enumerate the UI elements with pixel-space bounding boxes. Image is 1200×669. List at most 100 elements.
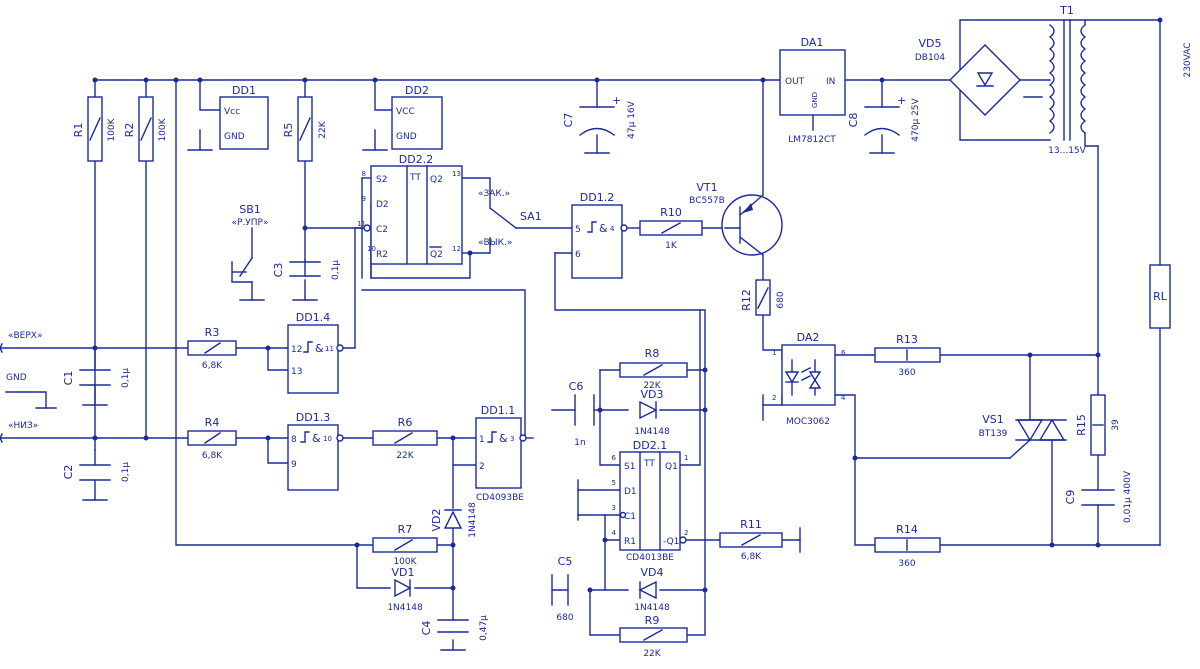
svg-text:1N4148: 1N4148 <box>634 427 670 437</box>
capacitor-c5: C5 680 <box>551 555 574 623</box>
svg-text:D1: D1 <box>624 487 637 497</box>
svg-text:6: 6 <box>612 454 617 462</box>
svg-text:4: 4 <box>610 225 615 233</box>
svg-text:D2: D2 <box>376 200 389 210</box>
gate-dd1-2: DD1.2 5 6 & 4 <box>571 191 628 279</box>
gate-dd1-1: DD1.1 1 2 & 3 CD4093BE <box>475 404 527 503</box>
svg-text:DD1.2: DD1.2 <box>580 191 614 204</box>
svg-text:C5: C5 <box>558 555 573 568</box>
svg-text:22K: 22K <box>643 381 661 391</box>
svg-text:R2: R2 <box>123 123 136 138</box>
svg-text:12: 12 <box>452 245 461 253</box>
svg-text:&: & <box>599 222 608 235</box>
svg-text:Vcc: Vcc <box>224 107 240 117</box>
gate-dd1-4: DD1.4 12 13 & 11 <box>287 311 344 394</box>
resistor-r7: R7 100K <box>372 523 438 567</box>
svg-text:0,01µ 400V: 0,01µ 400V <box>1123 470 1133 523</box>
svg-text:C7: C7 <box>562 113 575 128</box>
svg-text:22K: 22K <box>396 451 414 461</box>
svg-text:«ЗАК.»: «ЗАК.» <box>478 189 510 199</box>
svg-text:R8: R8 <box>645 347 660 360</box>
svg-text:R9: R9 <box>645 614 660 627</box>
diode-vd4: VD4 1N4148 <box>634 566 670 613</box>
diode-vd1: VD1 1N4148 <box>387 566 423 613</box>
triac-vs1: VS1 BT139 <box>979 413 1067 459</box>
svg-text:+: + <box>612 94 621 107</box>
svg-text:&: & <box>315 342 324 355</box>
svg-text:R11: R11 <box>740 518 762 531</box>
svg-text:680: 680 <box>776 291 786 308</box>
capacitor-c7: + C7 47µ 16V <box>562 94 637 139</box>
svg-text:DD2: DD2 <box>405 84 429 97</box>
svg-text:8: 8 <box>291 435 297 445</box>
svg-text:Q1: Q1 <box>665 462 678 472</box>
resistor-r11: R11 6,8K <box>719 518 783 562</box>
svg-text:22K: 22K <box>643 649 661 659</box>
label-bottom: «НИЗ» <box>8 421 38 431</box>
svg-text:TT: TT <box>409 173 421 183</box>
resistor-r3: R3 6,8K <box>187 326 237 371</box>
button-sb1: SB1 «Р.УПР» <box>231 203 268 283</box>
svg-text:VD5: VD5 <box>919 37 942 50</box>
label-top: «ВЕРХ» <box>8 331 42 341</box>
capacitor-c1: C1 0,1µ <box>62 368 131 388</box>
svg-text:DD1.3: DD1.3 <box>296 411 330 424</box>
svg-text:R14: R14 <box>896 523 918 536</box>
svg-text:SA1: SA1 <box>520 210 542 223</box>
resistor-r1: R1 100K <box>72 96 117 162</box>
svg-text:9: 9 <box>291 460 297 470</box>
svg-text:3: 3 <box>510 435 514 443</box>
svg-text:3: 3 <box>612 504 616 512</box>
svg-text:1N4148: 1N4148 <box>634 603 670 613</box>
svg-text:13: 13 <box>452 170 461 178</box>
flipflop-dd2-1: DD2.1 TT S1 D1 C1 R1 Q1 -Q1 6 5 3 4 1 2 … <box>612 439 689 563</box>
resistor-r14: R14 360 <box>874 523 941 569</box>
svg-text:R10: R10 <box>660 206 682 219</box>
svg-text:R13: R13 <box>896 333 918 346</box>
svg-text:4: 4 <box>612 529 617 537</box>
bridge-vd5: VD5 DB104 <box>915 37 1021 116</box>
capacitor-c8: + C8 470µ 25V <box>847 94 921 142</box>
diode-vd3: VD3 1N4148 <box>634 388 670 437</box>
svg-text:BT139: BT139 <box>979 429 1008 439</box>
svg-text:C3: C3 <box>272 263 285 278</box>
switch-sa1: SA1 «ЗАК.» «ВЫК.» <box>478 189 542 248</box>
svg-text:2: 2 <box>479 462 485 472</box>
svg-text:C4: C4 <box>420 621 433 636</box>
gate-dd1-3: DD1.3 8 9 & 10 <box>287 411 344 491</box>
svg-text:R1: R1 <box>624 537 636 547</box>
ic-dd2-power: DD2 VCC GND <box>391 84 443 150</box>
svg-text:BC557B: BC557B <box>689 196 725 206</box>
svg-text:1n: 1n <box>574 438 585 448</box>
svg-text:680: 680 <box>556 613 573 623</box>
svg-text:R15: R15 <box>1075 414 1088 436</box>
svg-text:1K: 1K <box>665 241 678 251</box>
svg-text:GND: GND <box>396 132 417 142</box>
svg-text:1N4148: 1N4148 <box>468 502 478 538</box>
svg-text:5: 5 <box>575 225 581 235</box>
svg-text:DD2.1: DD2.1 <box>633 439 667 452</box>
svg-text:10: 10 <box>367 245 376 253</box>
svg-text:0,1µ: 0,1µ <box>331 260 341 280</box>
resistor-r12: R12 680 <box>740 279 786 316</box>
regulator-da1: DA1 OUT IN GND LM7812CT <box>779 36 846 145</box>
svg-text:DD1: DD1 <box>232 84 256 97</box>
svg-text:GND: GND <box>224 132 245 142</box>
svg-text:47µ 16V: 47µ 16V <box>627 100 637 138</box>
svg-text:100K: 100K <box>158 117 168 141</box>
resistor-r9: R9 22K <box>619 614 688 659</box>
svg-text:0,1µ: 0,1µ <box>121 462 131 482</box>
wires <box>0 19 1161 651</box>
svg-text:DD1.4: DD1.4 <box>296 311 330 324</box>
svg-text:12: 12 <box>291 345 302 355</box>
svg-text:C8: C8 <box>847 113 860 128</box>
capacitor-c9: C9 0,01µ 400V <box>1064 470 1133 523</box>
svg-text:6,8K: 6,8K <box>202 451 223 461</box>
svg-text:DA2: DA2 <box>797 331 820 344</box>
transistor-vt1: VT1 BC557B <box>689 181 783 256</box>
svg-text:C2: C2 <box>376 225 388 235</box>
svg-text:VD1: VD1 <box>392 566 415 579</box>
svg-text:C1: C1 <box>624 512 636 522</box>
svg-text:DD1.1: DD1.1 <box>481 404 515 417</box>
svg-text:RL: RL <box>1153 290 1168 303</box>
